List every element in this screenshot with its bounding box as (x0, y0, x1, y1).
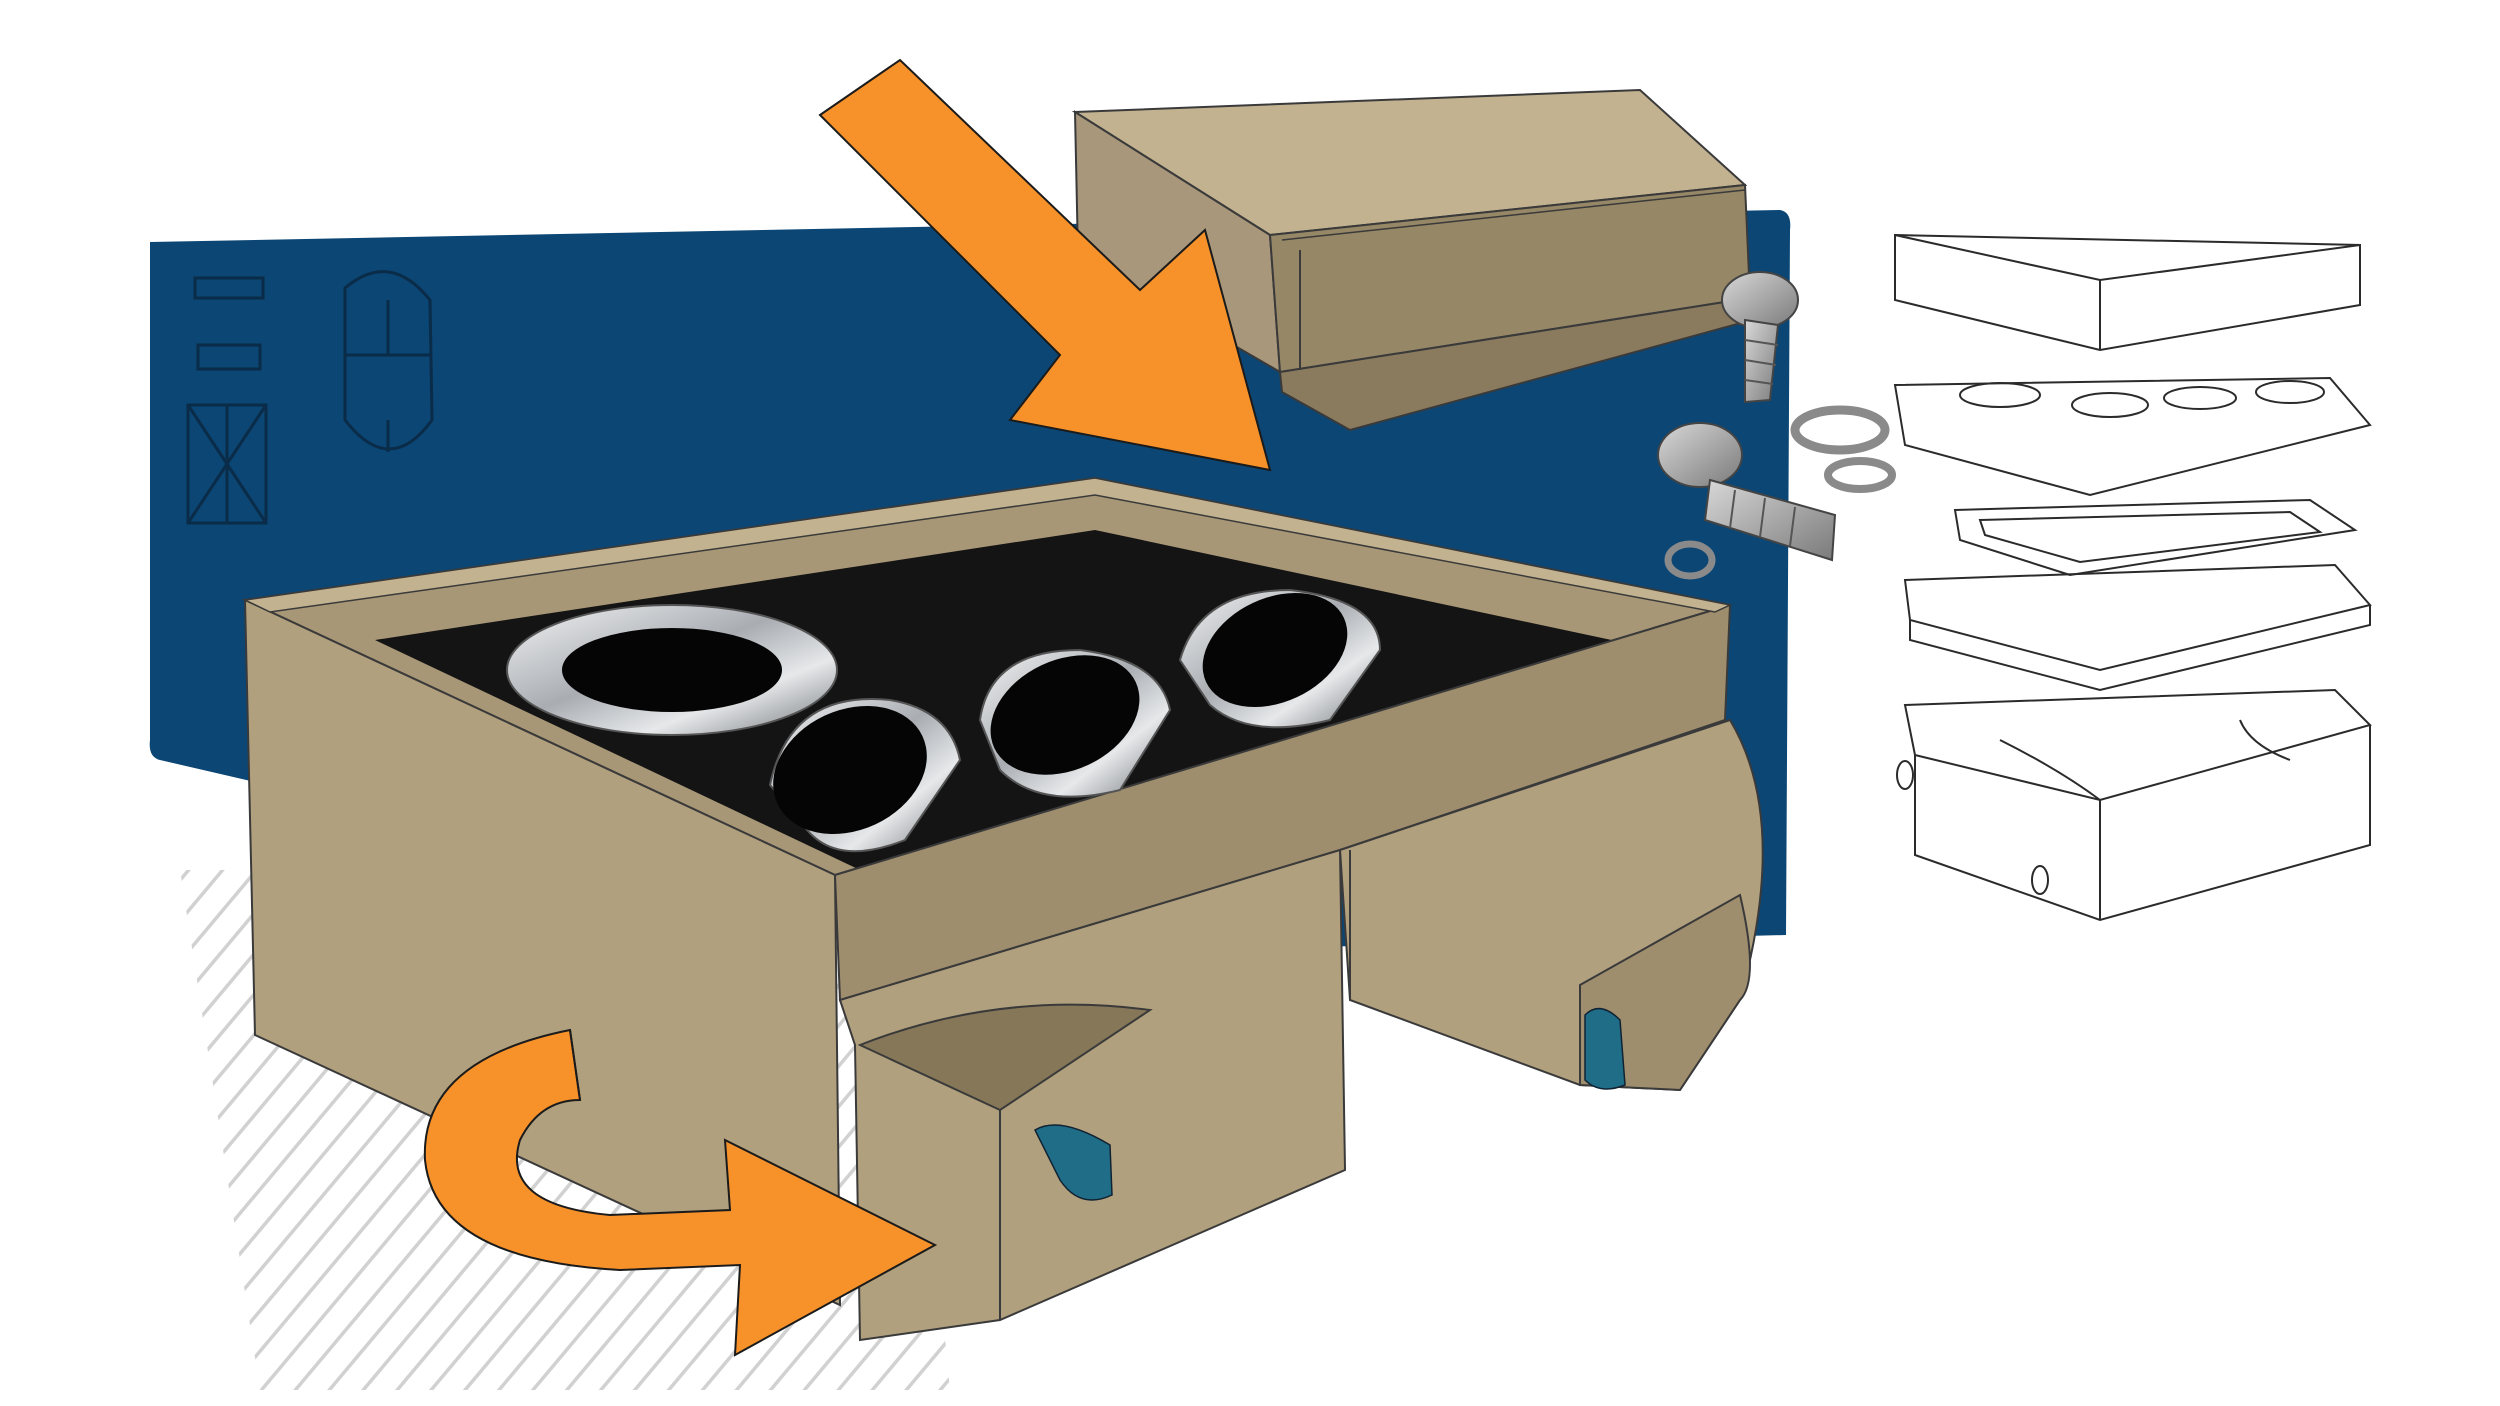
drawer-pull-tab[interactable] (1034, 1124, 1113, 1201)
washer-icon (1824, 457, 1896, 493)
washer-icon (1664, 540, 1716, 580)
blueprint-doodles (186, 270, 434, 525)
ring-display (978, 648, 1172, 798)
rotate-arrow-icon (423, 1028, 938, 1357)
ring-display (1178, 588, 1382, 729)
down-arrow-icon (818, 58, 1272, 472)
metal-rings (506, 588, 1382, 853)
ring-display (768, 698, 962, 853)
exploded-view-sketch (1893, 233, 2372, 922)
box-lid (1071, 88, 1754, 432)
screw-icon (1657, 422, 1837, 562)
ring-display (506, 604, 838, 736)
drawer-pull-tab[interactable] (1584, 1007, 1626, 1090)
hardware-parts (1657, 271, 1896, 580)
rotating-drawers (838, 718, 1764, 1342)
screw-icon (1721, 271, 1799, 404)
washer-icon (1790, 405, 1890, 455)
